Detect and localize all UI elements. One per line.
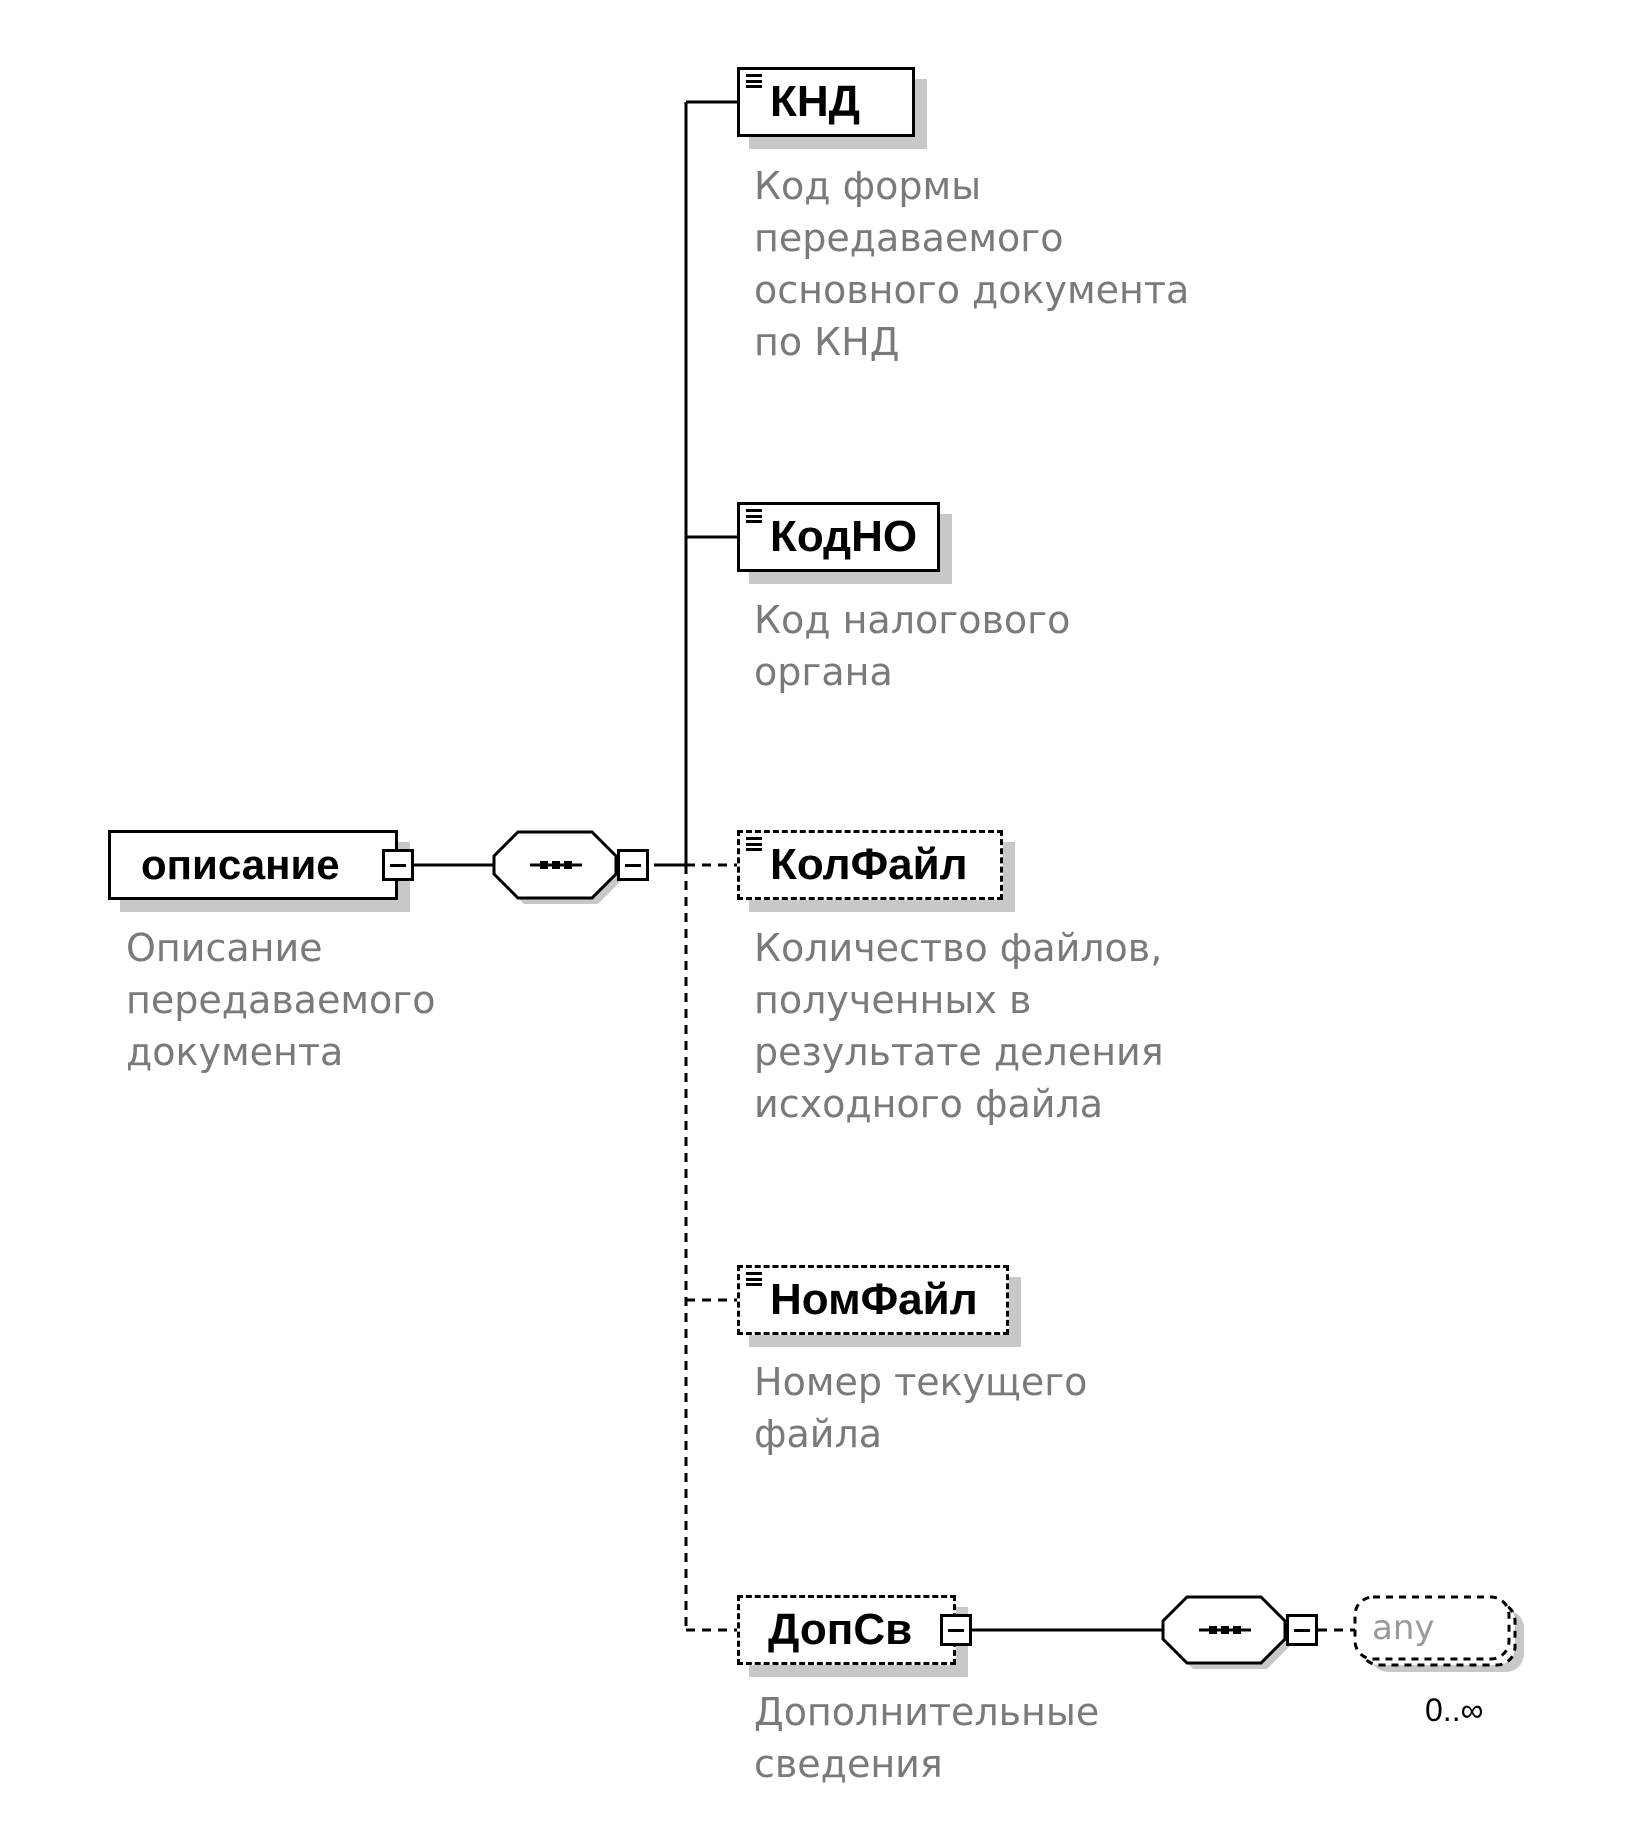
element-nomfail-name: НомФайл xyxy=(770,1275,978,1324)
element-knd-name: КНД xyxy=(770,77,860,126)
simple-type-icon xyxy=(746,837,762,851)
element-kodno-description: Код налогового органа xyxy=(754,598,1071,694)
element-dopsv-name: ДопСв xyxy=(768,1605,913,1654)
any-wildcard-label: any xyxy=(1372,1608,1435,1648)
element-kolfail[interactable]: КолФайл xyxy=(737,830,1003,900)
simple-type-icon xyxy=(746,509,762,523)
root-element-name: описание xyxy=(141,841,340,888)
root-element-node[interactable]: описание xyxy=(108,830,398,900)
element-knd-description: Код формы передаваемого основного докуме… xyxy=(754,164,1190,364)
element-kolfail-description: Количество файлов, полученных в результа… xyxy=(754,926,1164,1126)
simple-type-icon xyxy=(746,74,762,88)
sequence-compositor-1 xyxy=(492,830,622,904)
sequence-collapse-toggle-icon[interactable] xyxy=(617,849,649,881)
sequence2-collapse-toggle-icon[interactable] xyxy=(1286,1614,1318,1646)
any-wildcard-node xyxy=(1353,1595,1524,1672)
sequence-compositor-2 xyxy=(1161,1595,1291,1669)
any-occurrence-label: 0..∞ xyxy=(1425,1692,1484,1728)
element-kodno[interactable]: КодНО xyxy=(737,502,940,572)
simple-type-icon xyxy=(746,1272,762,1286)
element-kodno-name: КодНО xyxy=(770,512,918,561)
element-kolfail-name: КолФайл xyxy=(770,840,968,889)
collapse-toggle-icon[interactable] xyxy=(382,849,414,881)
element-nomfail-description: Номер текущего файла xyxy=(754,1360,1088,1456)
dopsv-collapse-toggle-icon[interactable] xyxy=(940,1614,972,1646)
element-knd[interactable]: КНД xyxy=(737,67,915,137)
element-dopsv-description: Дополнительные сведения xyxy=(754,1690,1100,1786)
root-description: Описание передаваемого документа xyxy=(126,926,436,1074)
element-nomfail[interactable]: НомФайл xyxy=(737,1265,1009,1335)
element-dopsv[interactable]: ДопСв xyxy=(737,1595,956,1665)
